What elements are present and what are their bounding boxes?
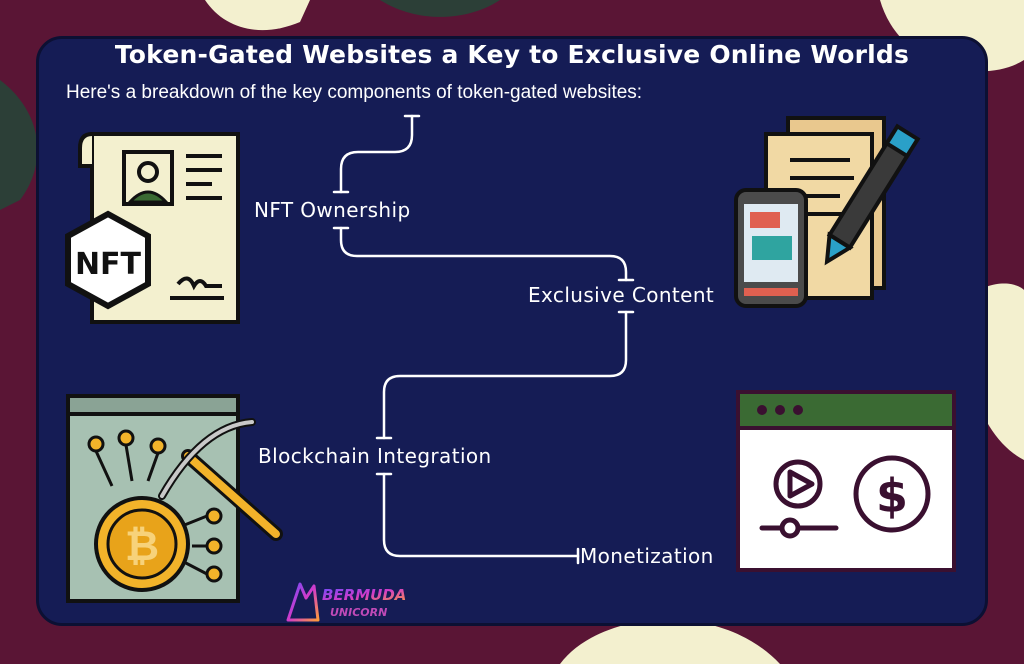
node-blockchain-integration: Blockchain Integration: [258, 444, 492, 468]
nft-badge-text: NFT: [75, 247, 142, 282]
video-payment-window-icon: $: [736, 390, 956, 572]
nft-certificate-icon: NFT: [65, 132, 240, 324]
connector-top-to-nft: [339, 114, 414, 194]
connector-nft-to-exclusive: [339, 226, 628, 282]
connector-blockchain-to-monetization: [382, 472, 580, 558]
node-monetization: Monetization: [580, 544, 714, 568]
bermuda-unicorn-logo: BERMUDA UNICORN: [286, 582, 406, 622]
document-phone-pen-icon: [734, 116, 921, 308]
svg-text:$: $: [876, 469, 908, 523]
bitcoin-mining-book-icon: ₿: [66, 394, 283, 603]
logo-line2: UNICORN: [330, 606, 387, 619]
svg-text:₿: ₿: [125, 521, 159, 570]
logo-line1: BERMUDA: [322, 586, 406, 604]
page-title: Token-Gated Websites a Key to Exclusive …: [114, 40, 910, 69]
node-nft-ownership: NFT Ownership: [254, 198, 411, 222]
node-exclusive-content: Exclusive Content: [528, 283, 715, 307]
connector-exclusive-to-blockchain: [382, 310, 628, 440]
page-subtitle: Here's a breakdown of the key components…: [66, 82, 643, 103]
